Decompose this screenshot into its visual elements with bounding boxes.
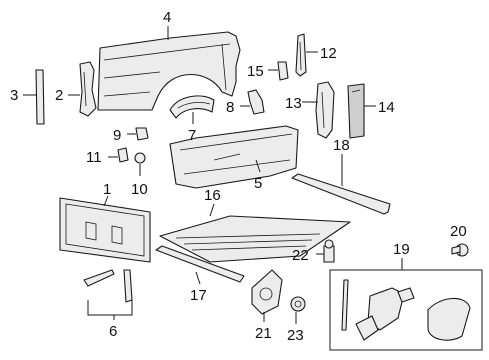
bracket: [247, 89, 265, 115]
box-side-panel: [97, 31, 241, 111]
callout-23: 23: [287, 327, 304, 344]
callout-20: 20: [450, 223, 467, 240]
callout-labels: 1 2 3 4 5 6 7 8 9 10 11 12 13 14 15 16 1…: [10, 9, 467, 344]
tailgate: [59, 197, 151, 263]
callout-3: 3: [10, 87, 18, 104]
bolt: [323, 239, 335, 263]
front-panel: [169, 125, 299, 189]
filler-door-group: [329, 269, 483, 351]
seal-strips: [83, 269, 133, 303]
side-rail-strip: [35, 69, 45, 125]
grommet: [134, 152, 146, 164]
filler-housing: [251, 269, 283, 315]
callout-4: 4: [163, 9, 171, 26]
side-cap-strip: [295, 33, 307, 77]
callout-5: 5: [254, 175, 262, 192]
callout-17: 17: [190, 287, 207, 304]
lamp-plug: [277, 61, 289, 81]
corner-panel: [347, 83, 365, 139]
callout-18: 18: [333, 137, 350, 154]
callout-22: 22: [292, 247, 309, 264]
callout-7: 7: [188, 127, 196, 144]
callout-16: 16: [204, 187, 221, 204]
callout-13: 13: [285, 95, 302, 112]
callout-15: 15: [247, 63, 264, 80]
side-sill: [155, 245, 245, 283]
callout-21: 21: [255, 325, 272, 342]
clip: [135, 127, 149, 141]
screw: [451, 243, 469, 257]
callout-8: 8: [226, 99, 234, 116]
rear-pillar: [315, 81, 335, 139]
callout-2: 2: [55, 87, 63, 104]
callout-11: 11: [86, 149, 102, 166]
floor: [159, 215, 351, 263]
callout-6: 6: [109, 323, 117, 340]
plug: [117, 147, 129, 163]
leader-lines: [23, 26, 461, 324]
callout-19: 19: [393, 241, 410, 258]
callout-1: 1: [103, 181, 111, 198]
callout-10: 10: [131, 181, 148, 198]
nut: [290, 296, 306, 312]
cross-sill: [291, 173, 391, 215]
front-pillar: [79, 61, 97, 117]
callout-12: 12: [320, 45, 337, 62]
callout-14: 14: [378, 99, 395, 116]
callout-9: 9: [113, 127, 121, 144]
wheel-house-liner: [169, 95, 215, 119]
